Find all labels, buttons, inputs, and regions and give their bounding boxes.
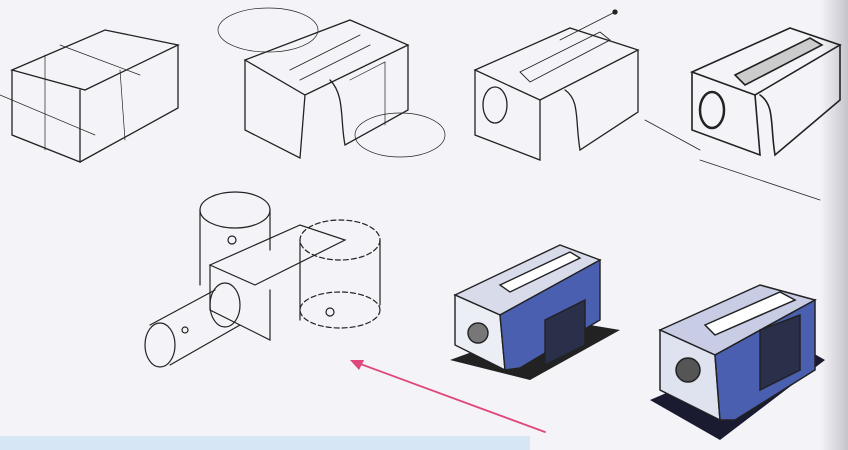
sketch-sharpener-construction [217, 7, 446, 160]
page-edge-shadow [820, 0, 848, 450]
sketch-exploded-view [144, 191, 381, 368]
sketch-marker-rendering-2 [650, 284, 825, 440]
arrow-annotation [350, 360, 546, 433]
sketch-sharpener-shaded [644, 27, 842, 201]
sketch-marker-rendering-1 [450, 244, 620, 380]
bottom-color-band [0, 436, 530, 450]
sketch-sharpener-linework [473, 9, 640, 161]
sketch-box-construction [0, 29, 181, 163]
